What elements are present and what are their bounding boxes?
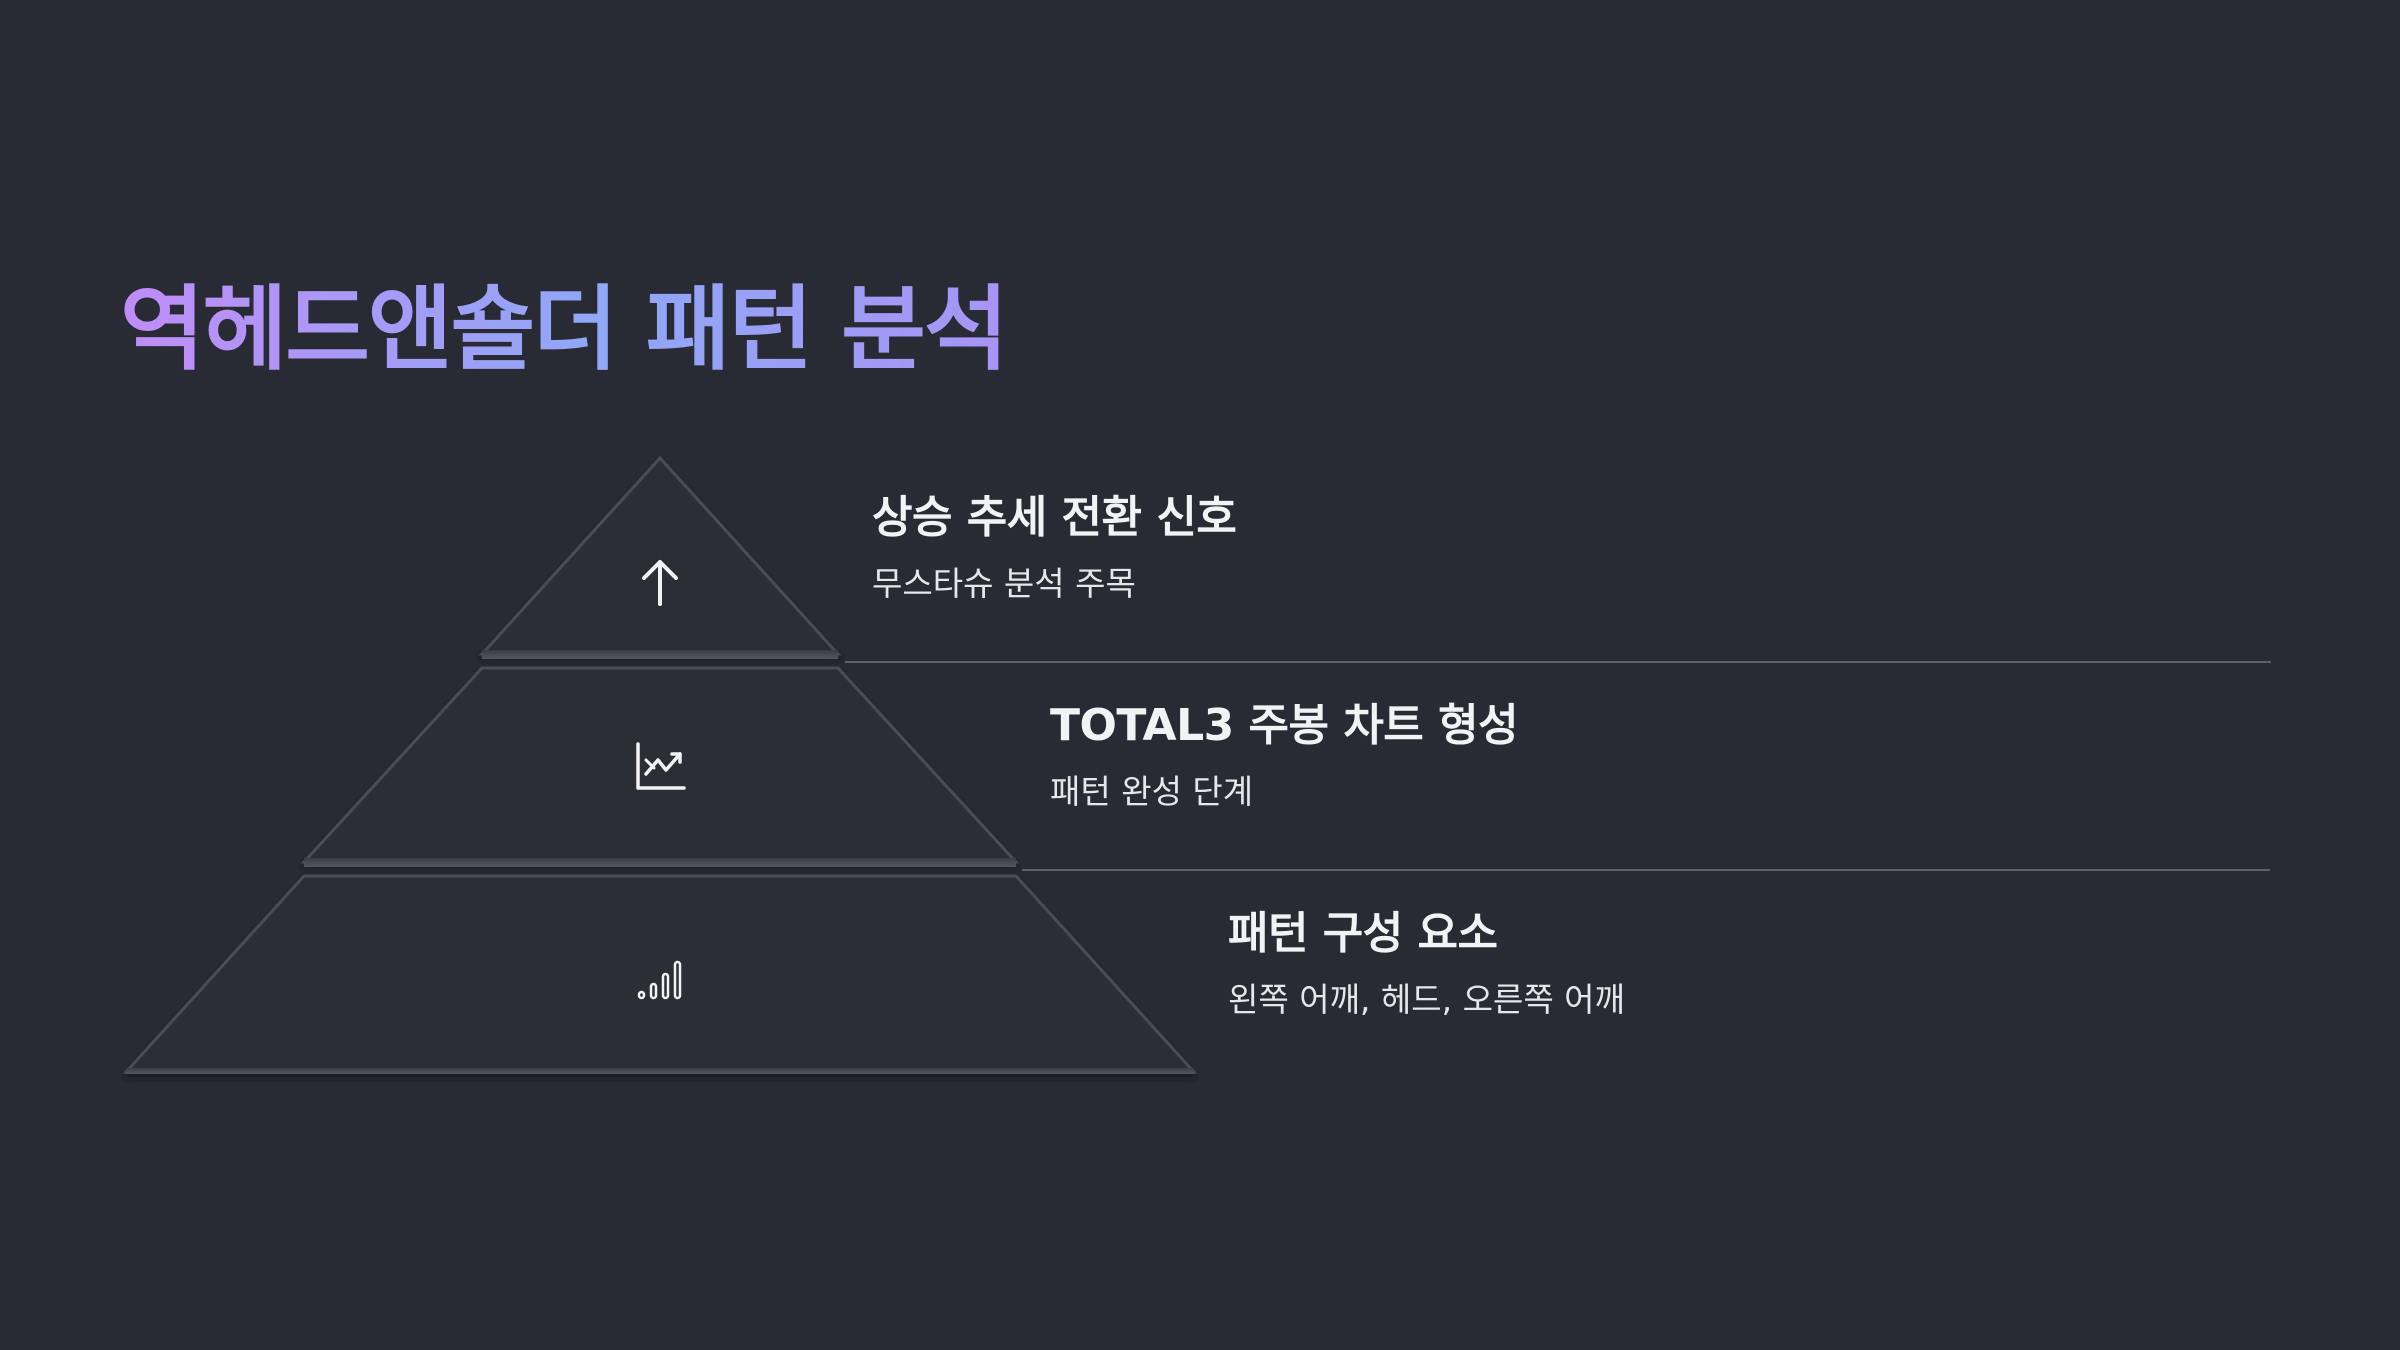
pyramid-tier-top-base xyxy=(482,650,838,659)
level-3-heading: 패턴 구성 요소 xyxy=(1228,908,1498,959)
level-2-description: 패턴 완성 단계 xyxy=(1050,772,1254,811)
pyramid-tier-middle-base xyxy=(304,858,1016,867)
level-2-text: TOTAL3 주봉 차트 형성 패턴 완성 단계 xyxy=(1050,698,1519,814)
level-2-heading: TOTAL3 주봉 차트 형성 xyxy=(1050,700,1519,751)
pyramid-tier-bottom-base xyxy=(126,1068,1194,1074)
level-1-text: 상승 추세 전환 신호 무스타슈 분석 주목 xyxy=(872,490,1237,606)
signal-bars-icon xyxy=(637,960,682,1000)
level-3-text: 패턴 구성 요소 왼쪽 어깨, 헤드, 오른쪽 어깨 xyxy=(1228,906,1625,1022)
level-1-description: 무스타슈 분석 주목 xyxy=(872,564,1136,603)
chart-trend-icon xyxy=(636,742,686,790)
page-title: 역헤드앤숄더 패턴 분석 xyxy=(120,270,1008,390)
level-3-description: 왼쪽 어깨, 헤드, 오른쪽 어깨 xyxy=(1228,980,1625,1019)
arrow-up-icon xyxy=(642,560,678,606)
level-1-heading: 상승 추세 전환 신호 xyxy=(872,492,1237,543)
divider-top xyxy=(845,661,2271,663)
divider-middle xyxy=(1022,869,2270,871)
